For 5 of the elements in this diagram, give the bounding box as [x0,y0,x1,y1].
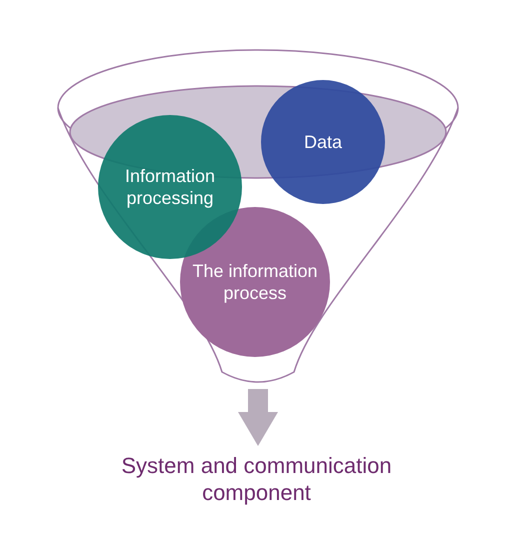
arrow [238,389,278,446]
circle-label: The information process [191,260,319,304]
circle-label: Data [302,131,344,153]
circle-label: Information processing [124,165,216,209]
output-label: System and communication component [90,452,423,506]
